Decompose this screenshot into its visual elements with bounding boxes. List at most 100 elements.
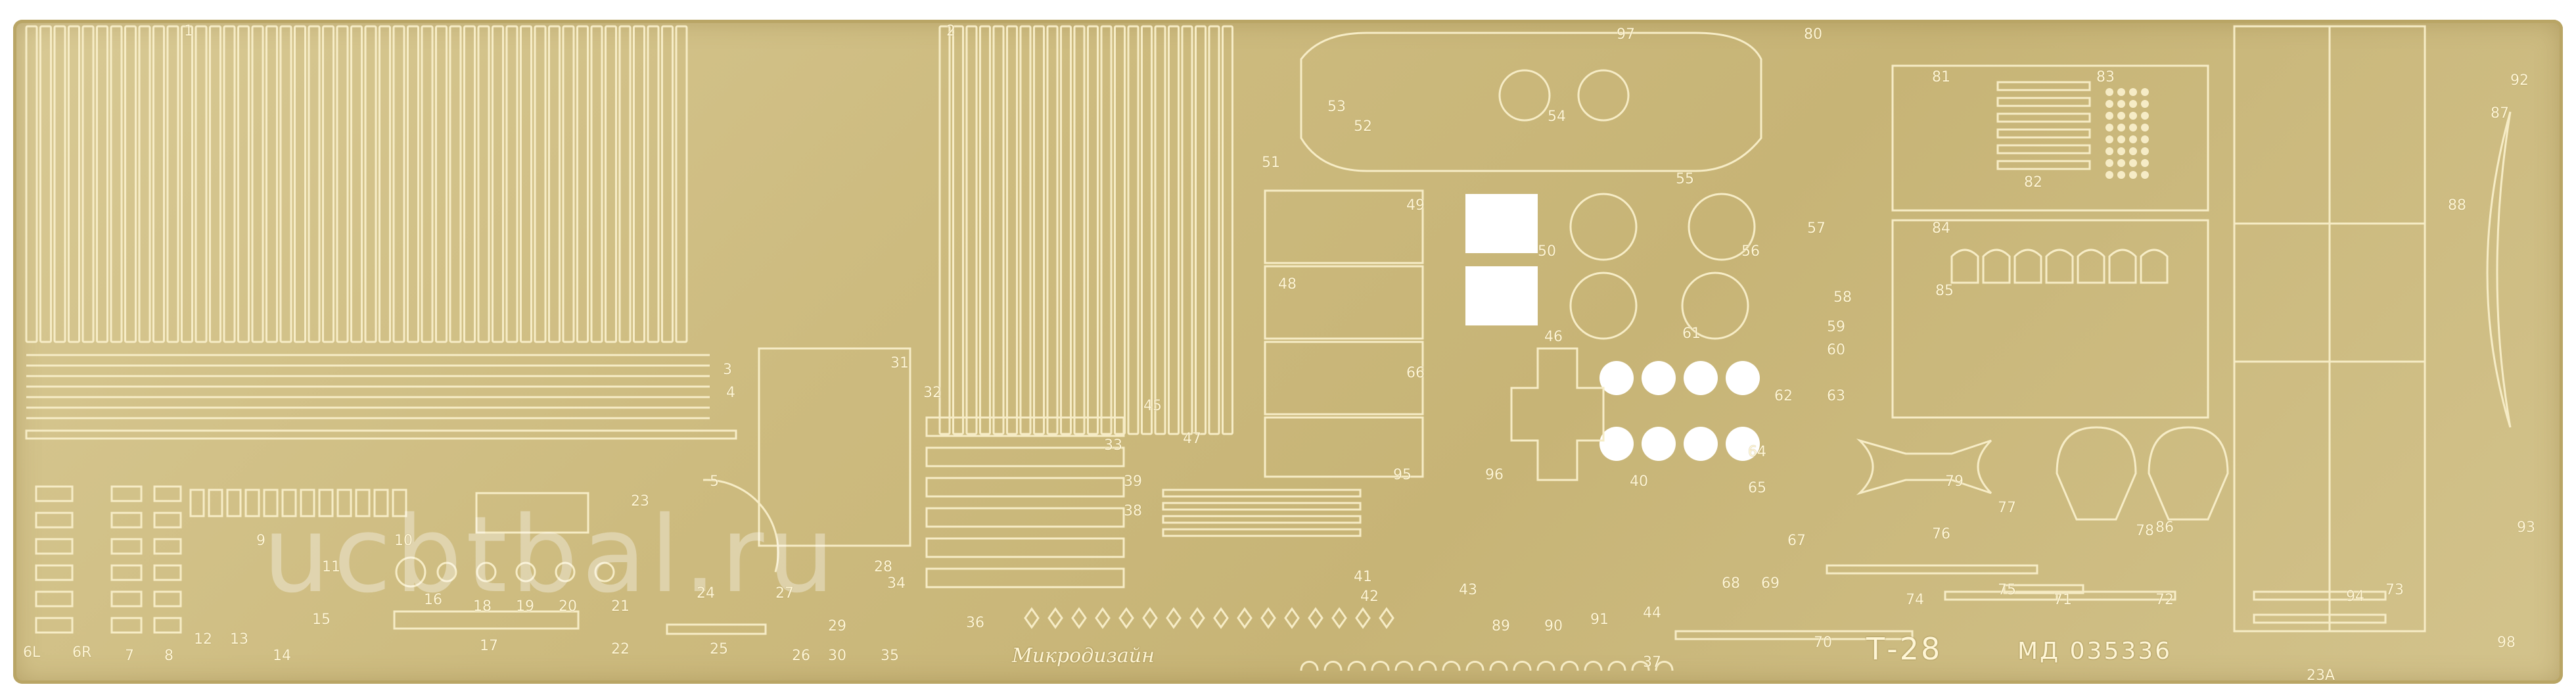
part-number: 10 xyxy=(394,533,413,549)
part-number: 53 xyxy=(1327,99,1346,115)
part-number: 45 xyxy=(1143,398,1162,414)
rivet-dot xyxy=(2117,171,2125,179)
part-number: 81 xyxy=(1932,69,1950,85)
track-strip xyxy=(195,25,208,343)
part-number: 15 xyxy=(312,611,331,628)
track-strip xyxy=(590,25,603,343)
clip-part xyxy=(1142,607,1158,629)
track-strip xyxy=(534,25,547,343)
small-bracket xyxy=(35,512,74,529)
fret-artwork xyxy=(25,25,2512,671)
rivet-dot xyxy=(2141,171,2149,179)
part-number: 5 xyxy=(710,473,719,490)
part-number: 26 xyxy=(792,648,810,664)
small-bracket xyxy=(300,489,315,517)
part-number: 3 xyxy=(723,362,732,378)
gear-wheel xyxy=(395,556,426,588)
hatch-panel xyxy=(1264,416,1424,478)
track-strip xyxy=(463,25,476,343)
track-strip xyxy=(68,25,80,343)
model-title: Т-28 xyxy=(1866,631,1943,667)
part-number: 75 xyxy=(1998,582,2016,598)
part-number: 59 xyxy=(1827,319,1845,335)
track-strip xyxy=(279,25,292,343)
hole-cutout xyxy=(1684,427,1718,461)
track-strip xyxy=(53,25,66,343)
part-number: 7 xyxy=(125,648,134,664)
clip-part xyxy=(1513,661,1532,671)
part-number: 95 xyxy=(1393,467,1412,483)
track-strip xyxy=(562,25,575,343)
part-number: 93 xyxy=(2517,519,2535,536)
track-strip xyxy=(992,25,1005,435)
small-bracket xyxy=(35,617,74,634)
part-number: 83 xyxy=(2096,69,2115,85)
grille-panel xyxy=(1891,219,2209,419)
part-number: 33 xyxy=(1104,437,1122,454)
clip-part xyxy=(1355,607,1371,629)
rivet-dot xyxy=(2105,135,2113,143)
track-strip xyxy=(1060,25,1072,435)
hatch-panel xyxy=(1264,341,1424,416)
rivet-dot xyxy=(2117,135,2125,143)
part-number: 94 xyxy=(2346,588,2364,605)
small-bracket xyxy=(373,489,389,517)
clip-part xyxy=(1260,607,1276,629)
small-bracket xyxy=(263,489,279,517)
track-strip xyxy=(124,25,137,343)
washer xyxy=(476,562,497,583)
part-number: 74 xyxy=(1906,592,1924,608)
part-number: 18 xyxy=(473,598,492,615)
part-number: 24 xyxy=(697,585,715,602)
part-number: 73 xyxy=(2385,582,2404,598)
part-number: 44 xyxy=(1643,605,1661,621)
track-strip xyxy=(364,25,377,343)
shovel-part xyxy=(2056,426,2137,521)
track-strip xyxy=(1154,25,1166,435)
small-bracket xyxy=(153,590,182,608)
track-strip xyxy=(350,25,363,343)
track-strip xyxy=(965,25,978,435)
track-strip xyxy=(675,25,688,343)
small-bracket xyxy=(110,538,143,555)
part-number: 88 xyxy=(2448,197,2466,214)
part-number: 49 xyxy=(1406,197,1425,214)
part-number: 28 xyxy=(874,559,892,575)
part-number: 9 xyxy=(256,533,265,549)
part-number: 36 xyxy=(966,615,984,631)
crescent-part xyxy=(2486,111,2512,428)
part-number: 42 xyxy=(1360,588,1379,605)
part-number: 48 xyxy=(1278,276,1297,293)
rivet-dot xyxy=(2117,147,2125,155)
track-strip xyxy=(39,25,52,343)
track-strip xyxy=(138,25,151,343)
part-number: 68 xyxy=(1722,575,1740,592)
small-bracket xyxy=(244,489,260,517)
hatch-panel xyxy=(1264,189,1424,264)
clip-part xyxy=(1308,607,1323,629)
track-strip xyxy=(166,25,179,343)
ring-part xyxy=(1681,272,1749,340)
frame-row xyxy=(1162,489,1362,498)
part-number: 27 xyxy=(775,585,794,602)
small-bracket xyxy=(318,489,334,517)
part-number: 23A xyxy=(2307,667,2335,684)
track-strip xyxy=(576,25,589,343)
clip-part xyxy=(1166,607,1182,629)
rivet-dot xyxy=(2129,88,2137,96)
part-number: 62 xyxy=(1774,388,1793,404)
clip-part xyxy=(1284,607,1300,629)
part-number: 4 xyxy=(726,385,735,401)
part-number: 52 xyxy=(1354,118,1372,135)
clip-part xyxy=(1536,661,1555,671)
clip-part xyxy=(1095,607,1111,629)
clip-part xyxy=(1071,607,1087,629)
track-strip xyxy=(505,25,518,343)
small-bracket xyxy=(392,489,407,517)
small-bracket xyxy=(355,489,371,517)
louver-part xyxy=(2013,249,2042,284)
track-strip xyxy=(322,25,334,343)
clip-part xyxy=(1323,661,1343,671)
part-number: 47 xyxy=(1183,431,1201,447)
catalog-code: МД 035336 xyxy=(2017,638,2173,665)
